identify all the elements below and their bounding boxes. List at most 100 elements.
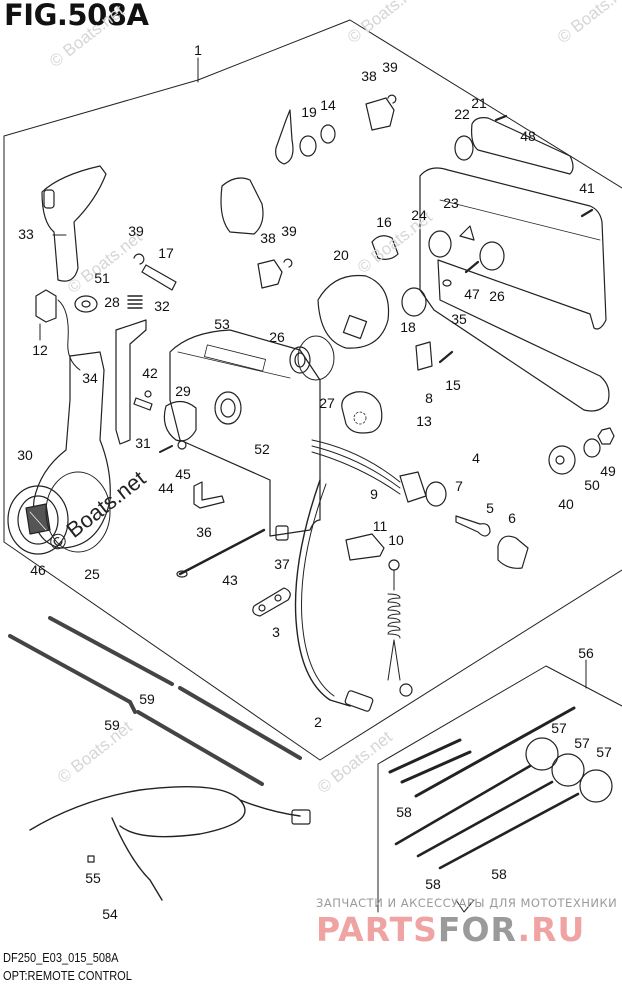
- callout-11: 11: [372, 518, 388, 534]
- part-22-seal: [454, 135, 474, 161]
- callout-32: 32: [154, 298, 170, 314]
- part-19-lever: [275, 109, 294, 165]
- part-51-washer: [74, 295, 98, 313]
- callout-59b: 59: [104, 717, 120, 733]
- part-58c-screw: [438, 792, 580, 870]
- callout-4: 4: [472, 450, 480, 466]
- callout-12: 12: [32, 342, 48, 358]
- figure-code: DF250_E03_015_508A: [3, 950, 119, 965]
- part-cable-tie: [388, 738, 462, 774]
- part-38a-block: [365, 97, 395, 131]
- part-7-wire-bundle: [311, 439, 401, 495]
- callout-30: 30: [17, 447, 33, 463]
- part-19-bushing: [299, 135, 317, 157]
- callout-9: 9: [370, 486, 378, 502]
- part-30-hub: [7, 485, 69, 555]
- callout-45: 45: [175, 466, 191, 482]
- part-23-cam: [459, 225, 475, 241]
- part-24-gear: [428, 230, 452, 258]
- callout-34: 34: [82, 370, 98, 386]
- callout-23: 23: [443, 195, 459, 211]
- callout-59a: 59: [139, 691, 155, 707]
- part-46-knob: [25, 503, 51, 535]
- part-3-plate: [252, 587, 291, 617]
- part-29-cam: [163, 400, 197, 442]
- part-41-screw: [580, 208, 594, 218]
- kit-boundary: [377, 665, 622, 765]
- callout-53: 53: [214, 316, 230, 332]
- callout-26b: 26: [489, 288, 505, 304]
- callout-13: 13: [416, 413, 432, 429]
- part-25-cover: [45, 471, 111, 553]
- callout-58a: 58: [396, 804, 412, 820]
- callout-42: 42: [142, 365, 158, 381]
- callout-46: 46: [30, 562, 46, 578]
- part-16-bearing: [371, 235, 399, 260]
- part-30-lever-arm: [32, 351, 111, 549]
- callout-29: 29: [175, 383, 191, 399]
- part-40-grommet: [548, 445, 576, 475]
- callout-21: 21: [471, 95, 487, 111]
- callout-57a: 57: [551, 720, 567, 736]
- callout-26a: 26: [269, 329, 285, 345]
- part-50-washer: [583, 438, 601, 458]
- callout-24: 24: [411, 207, 427, 223]
- part-57b-grommet: [551, 753, 585, 787]
- callout-38a: 38: [361, 68, 377, 84]
- callout-40: 40: [558, 496, 574, 512]
- callout-25: 25: [84, 566, 100, 582]
- callout-27: 27: [319, 395, 335, 411]
- store-tagline: ЗАПЧАСТИ И АКСЕССУАРЫ ДЛЯ МОТОТЕХНИКИ: [316, 896, 618, 910]
- callout-15: 15: [445, 377, 461, 393]
- callout-38b: 38: [260, 230, 276, 246]
- figure-title: FIG.508A: [4, 0, 149, 32]
- part-55-clip: [87, 855, 95, 863]
- callout-1: 1: [194, 42, 202, 58]
- callout-19: 19: [301, 104, 317, 120]
- part-33-handle-grip: [41, 165, 107, 282]
- callout-28: 28: [104, 294, 120, 310]
- callout-58b: 58: [425, 876, 441, 892]
- callout-17: 17: [158, 245, 174, 261]
- part-48-screw: [494, 114, 508, 122]
- part-18-ring: [401, 287, 427, 317]
- part-5-key: [455, 515, 491, 537]
- callout-39a: 39: [382, 59, 398, 75]
- callout-55: 55: [85, 870, 101, 886]
- part-36-bracket: [193, 481, 225, 509]
- part-45-nut: [177, 440, 187, 450]
- part-14-washer: [320, 124, 336, 144]
- part-15-screw: [438, 350, 454, 364]
- callout-44: 44: [158, 480, 174, 496]
- part-11-stop-switch: [345, 533, 385, 561]
- part-6-cover: [497, 535, 529, 569]
- callout-16: 16: [376, 214, 392, 230]
- callout-48: 48: [520, 128, 536, 144]
- part-57c-grommet: [579, 769, 613, 803]
- part-37-clip: [275, 525, 289, 541]
- part-59a-cable: [8, 616, 174, 714]
- callout-37: 37: [274, 556, 290, 572]
- callout-56: 56: [578, 645, 594, 661]
- part-10-lanyard: [387, 569, 401, 681]
- part-39b-clip: [283, 258, 293, 268]
- callout-51: 51: [94, 270, 110, 286]
- part-7-main-switch: [399, 471, 427, 503]
- callout-57c: 57: [596, 744, 612, 760]
- part-43-screw: [178, 528, 266, 576]
- callout-22: 22: [454, 106, 470, 122]
- callout-20: 20: [333, 247, 349, 263]
- part-52-control-box: [169, 329, 321, 537]
- callout-47: 47: [464, 286, 480, 302]
- part-58b-screw: [416, 780, 554, 858]
- assembly-boundary-top: [3, 19, 622, 189]
- part-49-nut: [597, 427, 615, 445]
- part-2-harness-cable: [294, 479, 351, 707]
- store-logo-part-b: FOR: [437, 910, 518, 949]
- callout-8: 8: [425, 390, 433, 406]
- assembly-boundary: [3, 135, 622, 761]
- callout-41: 41: [579, 180, 595, 196]
- callout-50: 50: [584, 477, 600, 493]
- part-13-buzzer: [341, 391, 383, 434]
